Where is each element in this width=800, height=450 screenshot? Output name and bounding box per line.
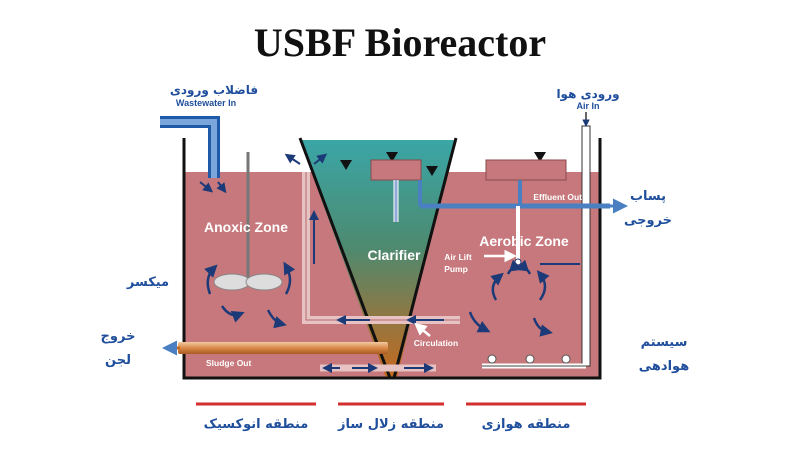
sludge-out-en: Sludge Out [206, 358, 252, 368]
tank-wall [182, 138, 602, 380]
diagram-title: USBF Bioreactor [254, 20, 546, 65]
zone-fa-clarifier: منطقه زلال ساز [337, 417, 444, 432]
air-lift-pump-label-2: Pump [444, 264, 468, 274]
circulation-arrow [414, 322, 431, 337]
air-inlet-pipe [482, 112, 591, 369]
clarifier-label: Clarifier [368, 247, 421, 263]
zone-fa-anoxic: منطقه انوکسیک [204, 417, 309, 432]
aeration-diffusers [487, 354, 571, 364]
air-in-fa: ورودی هوا [556, 87, 619, 102]
effluent-out-pipe [418, 180, 628, 214]
clarifier-right-wall [392, 137, 458, 379]
aeration-fa-line2: هوادهی [639, 359, 689, 374]
wastewater-in-fa: فاضلاب ورودی [170, 83, 258, 98]
air-in-en: Air In [576, 101, 599, 111]
mixer-fa: میکسر [126, 275, 169, 290]
effluent-out-en: Effluent Out [533, 192, 582, 202]
effluent-fa-line1: پساب [630, 189, 666, 204]
aerobic-zone-label: Aerobic Zone [479, 233, 569, 249]
sludge-out-pipe [162, 340, 388, 356]
circulation-label: Circulation [414, 338, 458, 348]
return-pipe [284, 153, 460, 325]
effluent-fa-line2: خروجی [624, 213, 672, 228]
wastewater-in-en: Wastewater In [176, 98, 236, 108]
anoxic-flow-arrows [204, 261, 296, 329]
sludge-out-fa-line1: خروج [101, 329, 136, 344]
mixer [213, 152, 283, 291]
clarifier-wedge [300, 140, 454, 378]
sludge-out-fa-line2: لجن [105, 353, 131, 368]
anoxic-zone-label: Anoxic Zone [204, 219, 288, 235]
air-lift-pump-label-1: Air Lift [444, 252, 472, 262]
aerobic-flow-arrows [468, 259, 553, 337]
wastewater-inlet-pipe [160, 116, 227, 194]
zone-legend: منطقه انوکسیک منطقه زلال ساز منطقه هوازی [196, 402, 586, 432]
effluent-troughs [370, 159, 567, 222]
clarifier-left-wall [298, 137, 392, 379]
aeration-fa-line1: سیستم [641, 335, 688, 350]
zone-fa-aerobic: منطقه هوازی [482, 417, 571, 432]
